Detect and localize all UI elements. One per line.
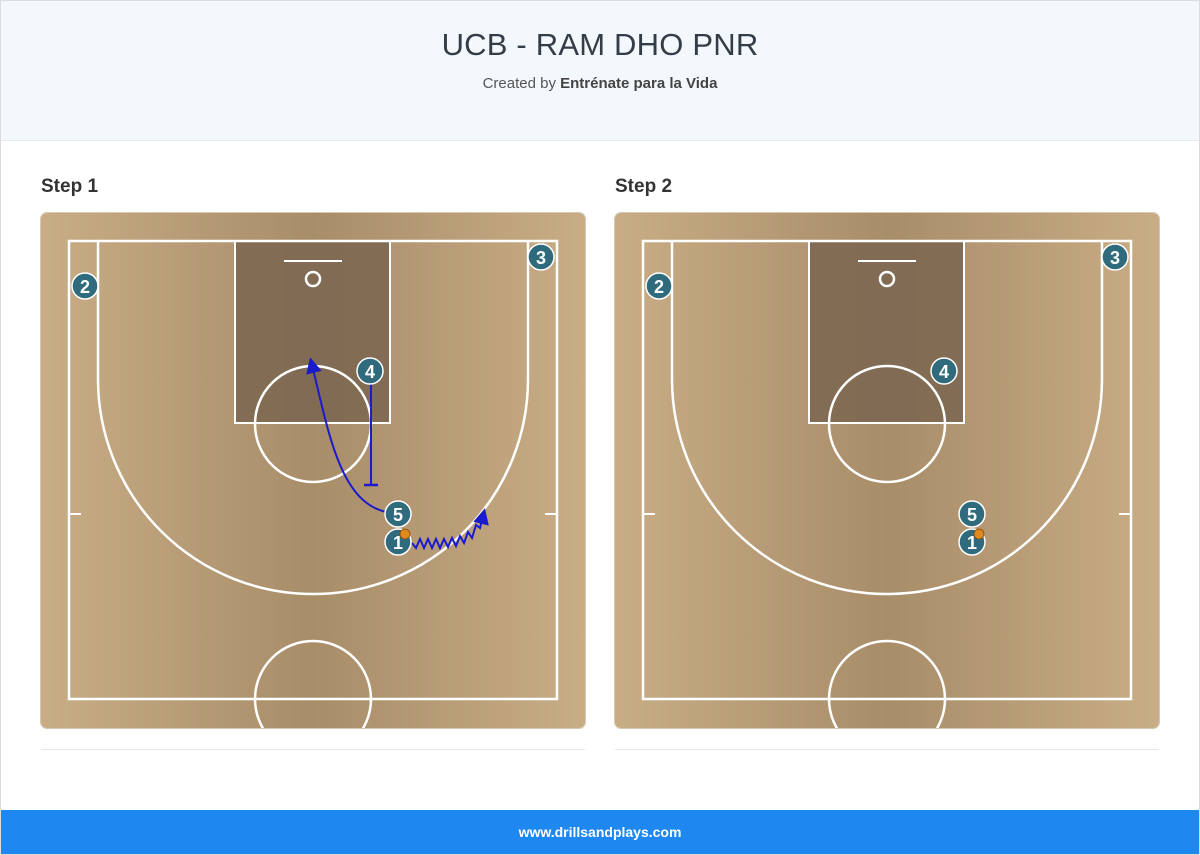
player-1-number: 1 [967, 533, 977, 553]
player-4-number: 4 [365, 362, 375, 382]
rim [878, 270, 896, 288]
page-header: UCB - RAM DHO PNR Created by Entrénate p… [1, 1, 1199, 141]
three-point-line [96, 241, 530, 596]
step-2-divider [615, 749, 1159, 750]
center-circle [253, 639, 373, 728]
step-1-court: 2 3 4 5 1 [41, 213, 585, 728]
dribble-action-line [411, 508, 489, 551]
author-name: Entrénate para la Vida [560, 75, 718, 92]
player-5[interactable]: 5 [384, 500, 412, 528]
court-boundary [641, 239, 1133, 701]
player-5-number: 5 [967, 505, 977, 525]
play-subtitle: Created by Entrénate para la Vida [1, 75, 1199, 92]
free-throw-circle [827, 364, 947, 484]
player-3-number: 3 [1110, 248, 1120, 268]
player-4-number: 4 [939, 362, 949, 382]
player-3[interactable]: 3 [527, 243, 555, 271]
basketball-icon [973, 528, 985, 540]
site-footer: www.drillsandplays.com [1, 810, 1199, 854]
player-2-number: 2 [80, 277, 90, 297]
court-boundary [67, 239, 559, 701]
player-2[interactable]: 2 [71, 272, 99, 300]
cut-action-line [306, 357, 398, 514]
player-2[interactable]: 2 [645, 272, 673, 300]
step-2-label: Step 2 [615, 176, 673, 197]
player-2-number: 2 [654, 277, 664, 297]
step-1-label: Step 1 [41, 176, 99, 197]
player-1[interactable]: 1 [384, 528, 412, 556]
three-point-line [670, 241, 1104, 596]
center-circle [827, 639, 947, 728]
basketball-icon [399, 528, 411, 540]
footer-link[interactable]: www.drillsandplays.com [518, 824, 682, 840]
step-1-divider [41, 749, 585, 750]
player-1[interactable]: 1 [958, 528, 986, 556]
player-1-number: 1 [393, 533, 403, 553]
step-2-court-diagram: 2 3 4 5 1 [615, 213, 1159, 728]
player-3-number: 3 [536, 248, 546, 268]
player-5[interactable]: 5 [958, 500, 986, 528]
player-4[interactable]: 4 [356, 357, 384, 385]
step-1-court-diagram: 2 3 4 5 1 [41, 213, 585, 728]
player-5-number: 5 [393, 505, 403, 525]
paint-area [808, 240, 965, 424]
play-title: UCB - RAM DHO PNR [441, 27, 759, 62]
player-3[interactable]: 3 [1101, 243, 1129, 271]
rim [304, 270, 322, 288]
subtitle-prefix: Created by [482, 75, 556, 92]
player-4[interactable]: 4 [930, 357, 958, 385]
step-2-court: 2 3 4 5 1 [615, 213, 1159, 728]
paint-area [234, 240, 391, 424]
